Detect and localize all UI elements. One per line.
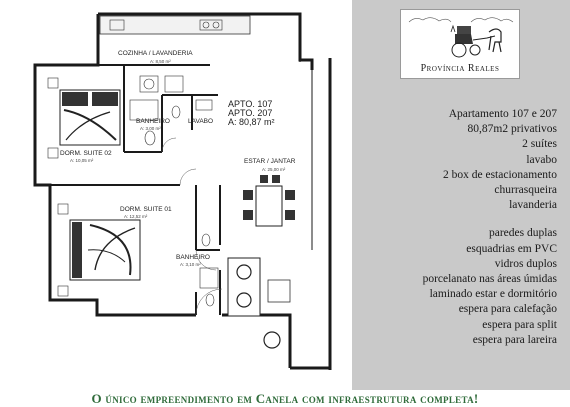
living-sofa (227, 257, 291, 349)
finish-item: paredes duplas (488, 227, 557, 240)
detail-item: churrasqueira (494, 184, 557, 197)
bed-suite-02 (47, 77, 121, 159)
carriage-icon (408, 17, 514, 58)
detail-item: 2 suítes (522, 138, 557, 151)
room-label-suite-02: DORM. SUITE 02 (60, 150, 112, 157)
finish-item: laminado estar e dormitório (429, 288, 557, 301)
room-label-lavabo: LAVABO (188, 118, 214, 125)
room-area-living: A: 25,00 m² (262, 167, 286, 172)
brand-name: Província Reales (420, 63, 500, 74)
laundry (139, 75, 184, 93)
room-area-kitchen: A: 8,50 m² (150, 59, 171, 64)
room-area-suite-02: A: 10,05 m² (70, 158, 94, 163)
room-label-bath-2: BANHEIRO (176, 254, 210, 261)
finish-item: esquadrias em PVC (466, 242, 557, 255)
room-area-suite-01: A: 12,52 m² (124, 214, 148, 219)
detail-item: Apartamento 107 e 207 (448, 108, 557, 120)
detail-item: 80,87m2 privativos (467, 123, 557, 136)
finish-item: espera para lareira (472, 333, 557, 346)
bed-suite-01 (57, 203, 141, 297)
apartment-area: A: 80,87 m² (228, 117, 275, 127)
finish-item: porcelanato nas áreas úmidas (422, 273, 557, 286)
interior-walls (35, 64, 221, 315)
detail-item: 2 box de estacionamento (442, 168, 557, 181)
apartment-label-107: APTO. 107 (228, 99, 273, 109)
room-area-bath-2: A: 3,10 m² (180, 262, 201, 267)
room-label-living: ESTAR / JANTAR (244, 158, 296, 165)
apartment-label-207: APTO. 207 (228, 108, 273, 118)
apartment-label: APTO. 107 APTO. 207 A: 80,87 m² (228, 100, 275, 127)
room-label-kitchen: COZINHA / LAVANDERIA (118, 50, 193, 57)
dining-table (243, 175, 295, 227)
detail-item: lavabo (526, 153, 557, 166)
door-swings (161, 137, 223, 316)
finish-item: espera para split (482, 318, 557, 331)
finish-item: vidros duplos (494, 257, 557, 270)
floor-plan: COZINHA / LAVANDERIA A: 8,50 m² BANHEIRO… (33, 12, 332, 370)
brand-logo: Província Reales (400, 9, 520, 79)
list-spacer (423, 213, 557, 226)
room-label-suite-01: DORM. SUITE 01 (120, 206, 172, 213)
finish-item: espera para calefação (458, 303, 557, 316)
bath-2-fixtures (199, 233, 219, 307)
room-area-bath-1: A: 3,00 m² (140, 126, 161, 131)
footer-tagline: O único empreendimento em Canela com inf… (0, 390, 570, 407)
room-label-bath-1: BANHEIRO (136, 118, 170, 125)
bath-1-fixtures (129, 99, 213, 146)
floor-plan-drawing (33, 12, 332, 370)
features-list: Apartamento 107 e 207 80,87m2 privativos… (423, 107, 557, 348)
detail-item: lavanderia (509, 199, 557, 212)
kitchen-counter (99, 15, 251, 35)
